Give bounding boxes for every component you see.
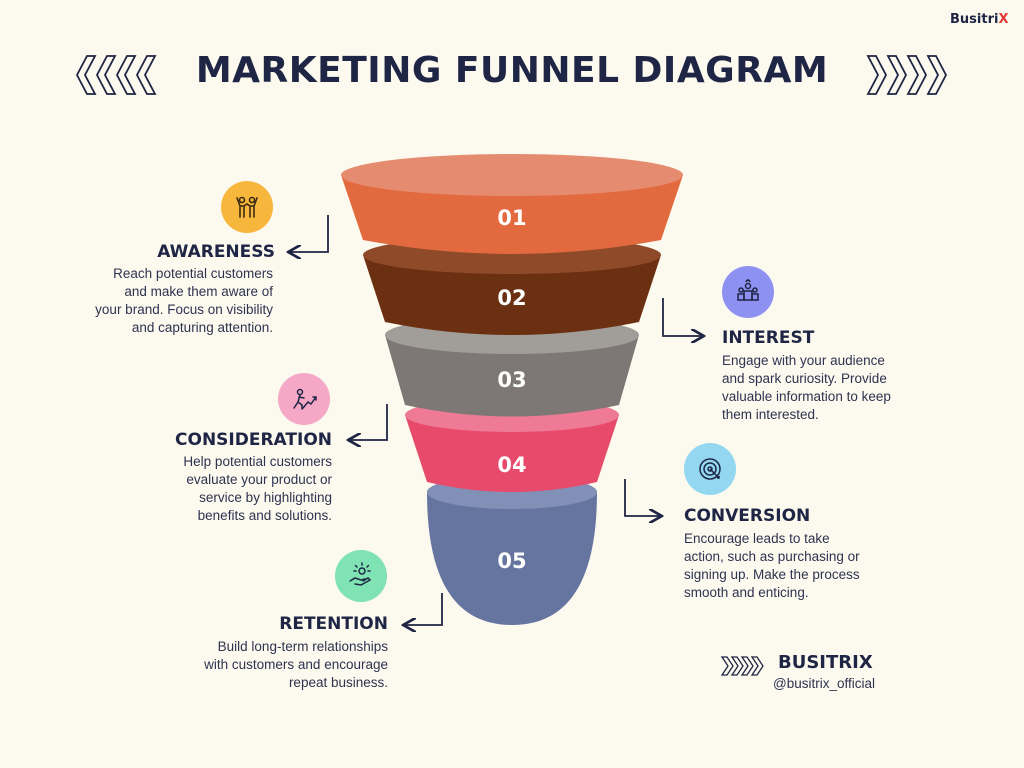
text-line: Help potential customers [183,454,332,469]
retention-icon-badge [335,550,387,602]
awareness-description: Reach potential customers and make them … [50,265,273,337]
retention-description: Build long-term relationships with custo… [150,638,388,692]
hand-idea-icon [349,562,372,586]
growth-icon [293,388,317,410]
text-line: and capturing attention. [131,320,273,335]
team-icon [236,196,258,218]
funnel-number-03: 03 [497,368,526,392]
chevrons-left-icon [75,55,157,95]
page-title: MARKETING FUNNEL DIAGRAM [195,50,829,91]
footer-chevrons-icon [720,656,764,676]
text-line: Reach potential customers [113,266,273,281]
text-line: service by highlighting [199,490,332,505]
text-line: Build long-term relationships [217,639,388,654]
arrow-conversion [624,479,660,516]
retention-title: RETENTION [279,614,388,634]
text-line: evaluate your product or [186,472,332,487]
audience-icon [737,279,759,301]
text-line: signing up. Make the process [684,567,860,582]
awareness-icon-badge [221,181,273,233]
arrow-consideration [350,404,388,440]
awareness-title: AWARENESS [157,242,275,262]
target-icon [699,458,721,480]
footer-brand-name: BUSITRIX [778,652,873,673]
funnel-number-01: 01 [497,206,526,230]
arrow-retention [405,593,443,625]
conversion-title: CONVERSION [684,506,811,526]
text-line: your brand. Focus on visibility [95,302,273,317]
funnel-number-02: 02 [497,286,526,310]
arrow-interest [662,298,702,336]
text-line: and make them aware of [124,284,273,299]
conversion-icon-badge [684,443,736,495]
text-line: and spark curiosity. Provide [722,371,887,386]
text-line: them interested. [722,407,819,422]
text-line: repeat business. [288,675,388,690]
text-line: benefits and solutions. [197,508,332,523]
footer-handle: @busitrix_official [773,676,875,691]
text-line: smooth and enticing. [684,585,809,600]
conversion-description: Encourage leads to take action, such as … [684,530,914,602]
chevrons-right-icon [866,55,948,95]
interest-title: INTEREST [722,328,815,348]
funnel-layer-01: 01 [341,154,683,254]
text-line: action, such as purchasing or [684,549,860,564]
brand-logo-accent: X [998,12,1009,27]
consideration-icon-badge [278,373,330,425]
consideration-description: Help potential customers evaluate your p… [112,453,332,525]
brand-logo: BusitriX [950,12,1008,27]
funnel-number-04: 04 [497,453,526,477]
text-line: with customers and encourage [204,657,388,672]
interest-icon-badge [722,266,774,318]
text-line: Engage with your audience [722,353,885,368]
brand-logo-text: Busitri [950,12,999,27]
interest-description: Engage with your audience and spark curi… [722,352,942,424]
funnel-number-05: 05 [497,549,526,573]
funnel: 05 04 03 02 01 [341,154,683,625]
text-line: valuable information to keep [722,389,891,404]
text-line: Encourage leads to take [684,531,830,546]
consideration-title: CONSIDERATION [175,430,332,450]
arrow-awareness [290,215,329,252]
